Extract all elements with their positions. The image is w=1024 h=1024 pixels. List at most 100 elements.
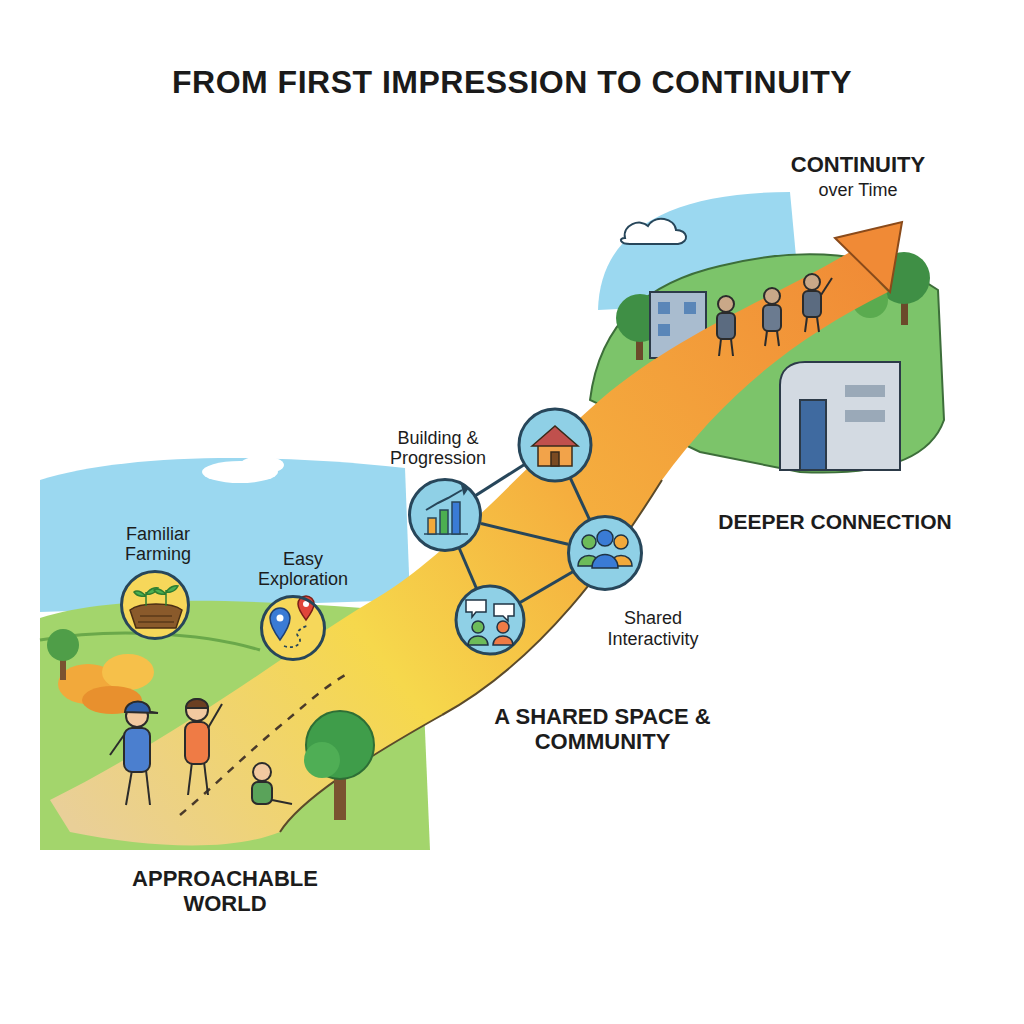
node-label: Easy Exploration (243, 549, 363, 590)
people-icon (578, 530, 632, 568)
right-landscape (780, 362, 900, 470)
people-figures (186, 699, 208, 708)
people-figures (185, 722, 209, 764)
right-landscape (621, 219, 686, 244)
tree (304, 711, 374, 820)
farming-icon (130, 604, 182, 628)
chat-icon (493, 636, 513, 645)
left-landscape (47, 629, 79, 661)
people-icon (597, 530, 613, 546)
right-landscape (684, 302, 696, 314)
people-figures (777, 331, 779, 346)
icon-circle (122, 409, 641, 659)
road (180, 675, 345, 815)
people-figures (204, 762, 208, 795)
people-figures (208, 704, 222, 728)
node-label: Shared Interactivity (588, 608, 718, 649)
chart-icon (462, 486, 468, 494)
icon-circle (456, 586, 524, 654)
people-figures (272, 800, 292, 804)
map-pin-icon (277, 615, 284, 622)
road (50, 222, 902, 846)
people-figures (765, 331, 767, 346)
node-caption: Easy Exploration (243, 549, 363, 590)
network-line (490, 553, 605, 620)
farming-icon (140, 615, 172, 617)
people-figures (126, 770, 132, 805)
node-caption: Familiar Farming (98, 524, 218, 565)
people-icon (592, 555, 618, 569)
icon-circle (122, 572, 188, 638)
icon-circle (569, 517, 641, 589)
people-figures (146, 770, 150, 805)
people-figures (717, 274, 832, 356)
people-figures (803, 291, 821, 317)
people-icon (582, 535, 596, 549)
icon-circle (519, 409, 591, 481)
farming-icon (138, 621, 174, 623)
icon-circle (262, 597, 324, 659)
node-label: Building & Progression (373, 428, 503, 469)
right-landscape (845, 410, 885, 422)
people-figures (764, 288, 780, 304)
map-pin-icon (303, 601, 309, 607)
section-label: CONTINUITY (758, 152, 958, 177)
people-figures (817, 317, 819, 332)
chat-icon (497, 621, 509, 633)
tree (304, 742, 340, 778)
house-icon (551, 452, 559, 466)
icon-circle-node: Shared Interactivity (567, 515, 643, 591)
map-pin-icon (270, 608, 290, 640)
house-icon (532, 426, 578, 466)
map-pin-icon (284, 626, 308, 647)
network-connector (481, 524, 568, 545)
node-caption: Shared Interactivity (588, 608, 718, 649)
farming-icon (130, 586, 182, 628)
chart-icon (440, 510, 448, 534)
chart-icon (428, 518, 436, 534)
people-figures (188, 762, 192, 795)
left-landscape (40, 458, 410, 612)
map-pin-icon (298, 596, 314, 620)
chat-icon (468, 636, 488, 645)
chart-icon (426, 490, 462, 510)
node-label: Familiar Farming (98, 524, 218, 565)
chat-icon (466, 600, 514, 645)
chat-icon (494, 604, 514, 621)
node-caption: Building & Progression (373, 428, 503, 469)
people-figures (186, 699, 208, 721)
right-landscape (658, 324, 670, 336)
left-landscape (102, 654, 154, 690)
section-label: DEEPER CONNECTION (700, 510, 970, 534)
right-landscape (845, 385, 885, 397)
people-figures (763, 305, 781, 331)
chat-icon (466, 600, 486, 617)
house-icon (538, 444, 572, 466)
icon-circle (410, 480, 480, 550)
farming-icon (154, 586, 178, 606)
people-figures (110, 699, 292, 805)
house-icon (532, 426, 578, 446)
diagram-title: FROM FIRST IMPRESSION TO CONTINUITY (0, 64, 1024, 101)
people-figures (717, 313, 735, 339)
section-label: APPROACHABLE WORLD (110, 866, 340, 917)
road (50, 252, 888, 846)
people-figures (125, 702, 158, 714)
icon-circle-node: Easy Exploration (260, 595, 326, 661)
left-landscape (240, 456, 284, 474)
section-label: A SHARED SPACE & COMMUNITY (490, 704, 715, 755)
icon-circle-node: Familiar Farming (120, 570, 190, 640)
people-figures (821, 278, 832, 295)
people-figures (252, 782, 272, 804)
people-figures (124, 728, 150, 772)
chat-icon (472, 621, 484, 633)
people-figures (253, 763, 271, 781)
people-figures (719, 339, 721, 356)
icon-circle-node: Building & Progression (408, 478, 482, 552)
people-icon (614, 535, 628, 549)
road (835, 222, 902, 292)
people-figures (731, 339, 733, 356)
chart-icon (452, 502, 460, 534)
right-landscape (800, 400, 826, 470)
